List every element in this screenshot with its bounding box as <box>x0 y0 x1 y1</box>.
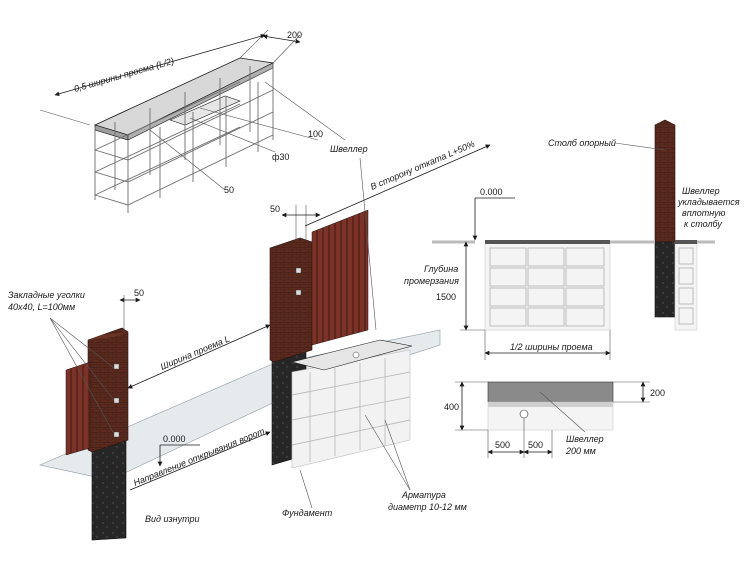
view-inside-label: Вид изнутри <box>145 514 200 524</box>
dim-50-top: 50 <box>224 185 234 195</box>
dim-1500: 1500 <box>436 292 456 302</box>
channel-size-line2: 200 мм <box>565 446 596 456</box>
zero-level-left: 0.000 <box>163 434 186 444</box>
section-view: 0.000 Глубина промерзания 1500 <box>404 119 740 360</box>
half-width-label: 0,5 ширины проема (L/2) <box>73 56 175 94</box>
foundation-label: Фундамент <box>282 508 333 518</box>
dim-50-mid: 50 <box>270 204 280 214</box>
channel-note-line4: к столбу <box>684 219 722 229</box>
dim-200-top: 200 <box>287 30 302 40</box>
channel-label-top: Швеллер <box>330 144 368 154</box>
channel-size-line1: Швеллер <box>566 434 604 444</box>
main-3d-view: 50 50 В сторону отката L+50% Ширина прое… <box>8 139 491 541</box>
dim-200-right: 200 <box>650 388 665 398</box>
dim-100: 100 <box>308 129 323 139</box>
rollback-label: В сторону отката L+50% <box>369 139 476 192</box>
half-opening-label: 1/2 ширины проема <box>510 342 593 352</box>
rebar-label-line2: диаметр 10-12 мм <box>388 502 467 512</box>
channel-note-line2: укладывается <box>677 197 740 207</box>
embed-label-line2: 40x40, L=100мм <box>8 302 75 312</box>
frost-depth-line2: промерзания <box>404 276 459 286</box>
dim-phi30: ф30 <box>272 152 289 162</box>
plan-view: 400 200 500 500 Швеллер 200 мм <box>444 381 665 458</box>
zero-level-right: 0.000 <box>480 187 503 197</box>
frost-depth-line1: Глубина <box>424 264 458 274</box>
rebar-label-line1: Арматура <box>401 490 446 500</box>
channel-note-line3: вплотную <box>682 208 726 218</box>
dim-500-b: 500 <box>528 440 543 450</box>
top-cage-view: 0,5 ширины проема (L/2) 200 100 ф30 50 Ш… <box>39 29 368 213</box>
dim-50-left: 50 <box>134 288 144 298</box>
embed-label-line1: Закладные уголки <box>8 290 85 300</box>
support-post-label: Столб опорный <box>548 138 616 148</box>
channel-note-line1: Швеллер <box>682 186 720 196</box>
dim-500-a: 500 <box>495 440 510 450</box>
dim-400: 400 <box>444 402 459 412</box>
opening-width-label: Ширина проема L <box>159 334 231 372</box>
